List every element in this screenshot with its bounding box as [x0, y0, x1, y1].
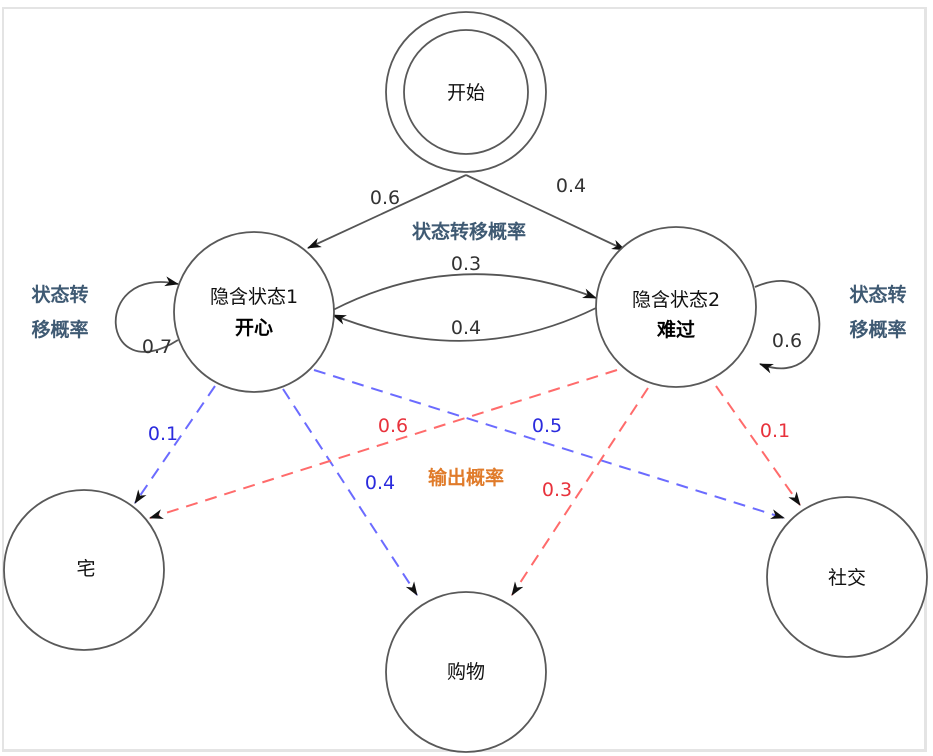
- hidden-state-2-sublabel: 难过: [656, 318, 695, 341]
- start-node-label: 开始: [447, 82, 485, 104]
- transition-s1-s1-label: 0.7: [142, 336, 172, 358]
- emission-s1-shopping-label: 0.4: [365, 472, 395, 494]
- emission-s2-shopping-label: 0.3: [542, 479, 572, 501]
- emission-s1-home-label: 0.1: [148, 423, 178, 445]
- hidden-state-2-circle: [595, 226, 757, 388]
- edge-start-to-state2: [465, 174, 626, 251]
- observation-home-label: 宅: [76, 558, 95, 580]
- annotation-transition-left-line2: 移概率: [31, 318, 88, 341]
- annotation-transition-right-line2: 移概率: [849, 318, 906, 341]
- self-loop-state2: [754, 280, 821, 374]
- hidden-state-1-circle: [173, 231, 335, 393]
- emission-state2-to-home: [149, 369, 618, 519]
- hidden-state-2-label: 隐含状态2: [632, 289, 720, 311]
- hidden-state-2-node: 隐含状态2 难过: [595, 226, 757, 388]
- edge-state1-to-state2: [332, 273, 597, 311]
- transition-s1-s2-label: 0.3: [451, 253, 481, 275]
- emission-state1-to-shopping: [282, 388, 418, 596]
- observation-shopping-circle: [385, 591, 547, 753]
- observation-home-circle: [3, 489, 165, 651]
- emission-s2-social-label: 0.1: [760, 420, 790, 442]
- edge-state2-to-state1: [332, 307, 597, 342]
- observation-node-home: 宅: [3, 489, 165, 651]
- hidden-state-1-sublabel: 开心: [235, 317, 273, 339]
- self-loop-state1: [114, 276, 179, 353]
- annotation-emission: 输出概率: [428, 466, 504, 489]
- observation-node-shopping: 购物: [385, 591, 547, 753]
- emission-state1-to-home: [134, 385, 216, 504]
- hidden-state-1-node: 隐含状态1 开心: [173, 231, 335, 393]
- observation-shopping-label: 购物: [447, 661, 485, 683]
- start-node-inner-ring: [403, 29, 529, 155]
- emission-s2-home-label: 0.6: [378, 415, 408, 437]
- transition-s2-s2-label: 0.6: [772, 330, 802, 352]
- transition-s2-s1-label: 0.4: [451, 317, 481, 339]
- annotation-transition-left-line1: 状态转: [31, 283, 88, 306]
- observation-node-social: 社交: [766, 496, 928, 658]
- emission-state2-to-shopping: [511, 387, 649, 596]
- emission-state2-to-social: [715, 385, 801, 506]
- hidden-state-1-label: 隐含状态1: [210, 286, 298, 308]
- emission-s1-social-label: 0.5: [532, 415, 562, 437]
- initial-prob-state1-label: 0.6: [370, 187, 400, 209]
- annotation-transition-center: 状态转移概率: [412, 220, 526, 243]
- emission-state1-to-social: [313, 369, 785, 519]
- initial-prob-state2-label: 0.4: [556, 175, 586, 197]
- observation-social-label: 社交: [828, 567, 866, 589]
- start-node: 开始: [385, 11, 547, 173]
- observation-social-circle: [766, 496, 928, 658]
- edge-start-to-state1: [307, 174, 467, 249]
- annotation-transition-right-line1: 状态转: [849, 283, 906, 306]
